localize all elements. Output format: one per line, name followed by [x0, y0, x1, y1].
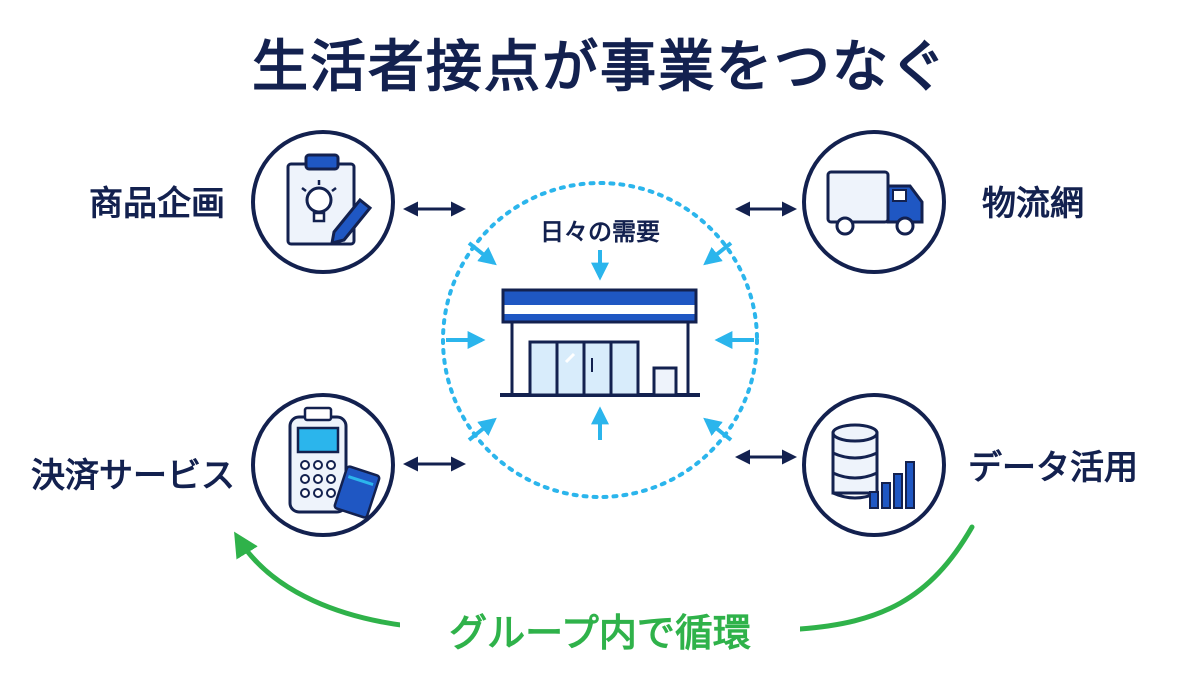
- arrow-bottom-left: [467, 417, 497, 442]
- node-logistics: [802, 130, 946, 274]
- truck-icon: [826, 170, 924, 236]
- label-planning: 商品企画: [89, 184, 225, 224]
- arrow-top-right: [703, 241, 733, 266]
- label-payment: 決済サービス: [31, 456, 235, 496]
- node-planning: [251, 130, 395, 274]
- payment-terminal-icon: [288, 406, 381, 519]
- database-chart-icon: [831, 423, 915, 509]
- cycle-arc-right: [797, 524, 975, 632]
- node-data: [802, 393, 946, 537]
- label-data: データ活用: [968, 448, 1138, 488]
- demand-circle: [441, 181, 759, 499]
- demand-label: 日々の需要: [540, 218, 660, 246]
- arrow-bottom-right: [703, 417, 733, 442]
- node-payment: [251, 393, 395, 537]
- label-logistics: 物流網: [982, 184, 1084, 224]
- page-title: 生活者接点が事業をつなぐ: [252, 35, 948, 100]
- cycle-label: グループ内で循環: [400, 602, 800, 657]
- inward-arrows: [446, 241, 754, 442]
- arrow-top-left: [467, 241, 497, 266]
- clipboard-lightbulb-icon: [286, 153, 373, 246]
- store-icon: [500, 288, 700, 397]
